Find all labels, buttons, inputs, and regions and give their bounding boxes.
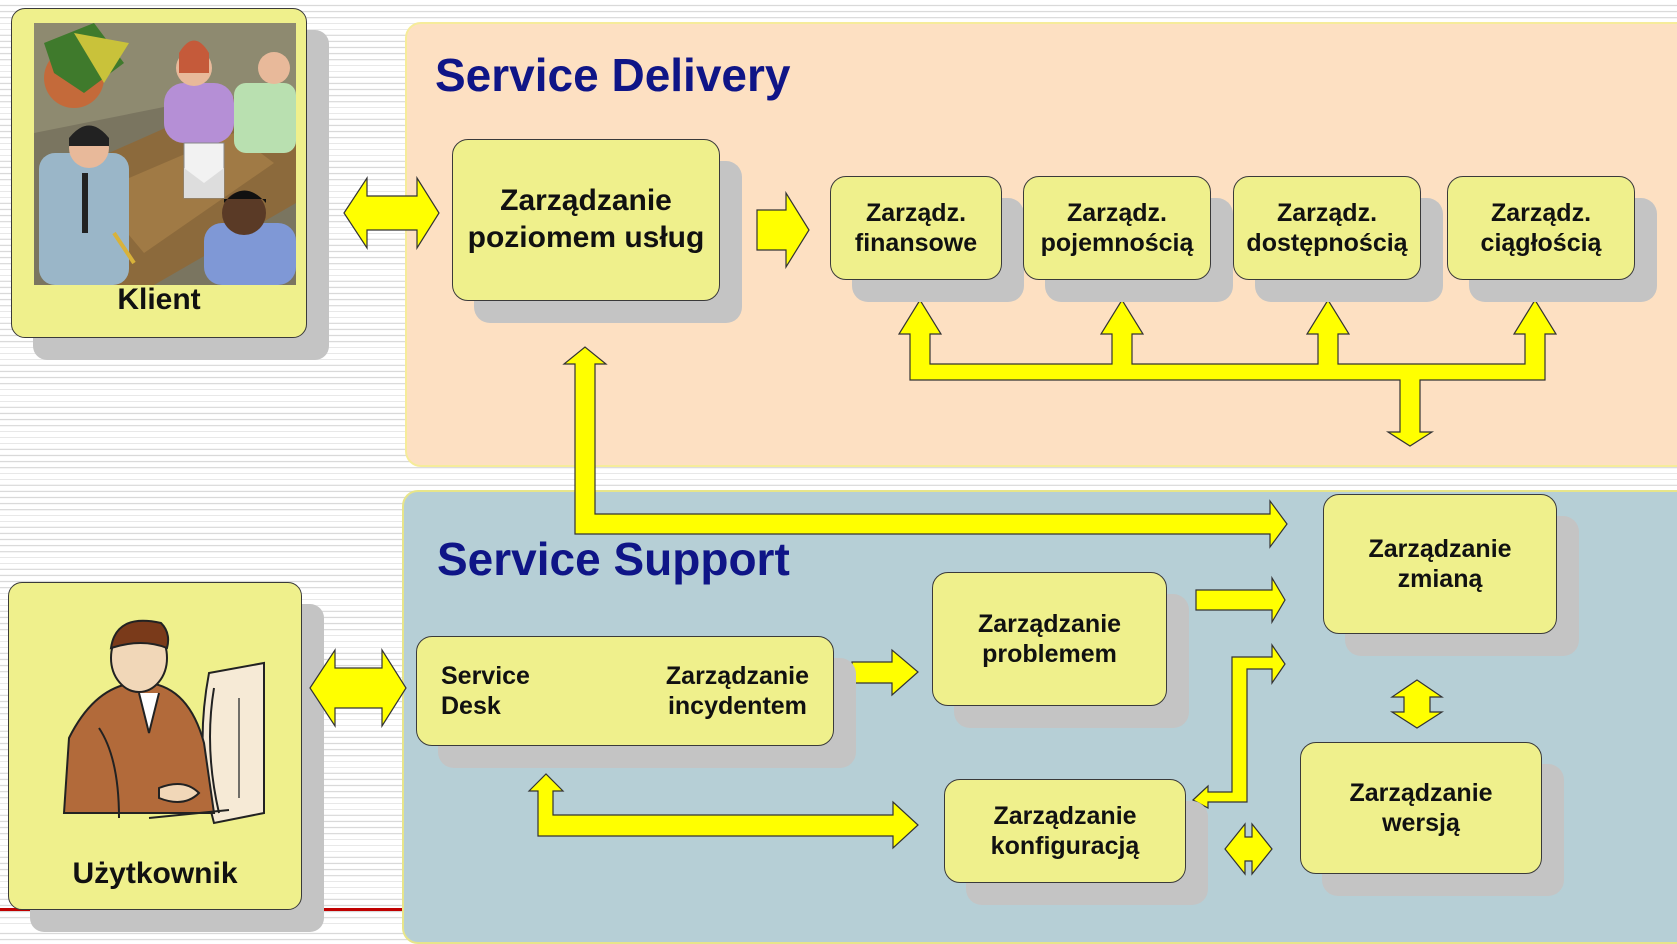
configuration-management-label: Zarządzanie konfiguracją [990,801,1140,861]
release-management-label: Zarządzanie wersją [1349,778,1493,838]
client-label: Klient [117,283,201,316]
continuity-management-label: Zarządz. ciągłością [1480,198,1602,258]
user-servicedesk-double-arrow [309,647,407,729]
financial-management-box[interactable]: Zarządz. finansowe [830,176,1002,280]
capacity-management-box[interactable]: Zarządz. pojemnością [1023,176,1211,280]
client-box[interactable]: Klient [11,8,307,338]
incident-management-label: Zarządzanie incydentem [665,661,809,721]
service-desk-incident-box[interactable]: Service Desk Zarządzanie incydentem [416,636,834,746]
problem-management-label: Zarządzanie problemem [977,609,1122,669]
delivery-bracket-arrow [897,298,1558,447]
slm-to-change-arrow [562,346,1288,549]
user-box[interactable]: Użytkownik [8,582,302,910]
service-support-title: Service Support [437,533,790,585]
configuration-management-box[interactable]: Zarządzanie konfiguracją [944,779,1186,883]
service-level-management-label: Zarządzanie poziomem usług [467,184,705,254]
computer-user-clipart-icon [62,619,265,825]
slm-to-financial-arrow [756,190,810,270]
availability-management-box[interactable]: Zarządz. dostępnością [1233,176,1421,280]
change-management-label: Zarządzanie zmianą [1368,534,1512,594]
configuration-to-change-arrow [1191,643,1286,809]
user-label: Użytkownik [72,857,238,890]
financial-management-label: Zarządz. finansowe [854,198,978,258]
service-level-management-box[interactable]: Zarządzanie poziomem usług [452,139,720,301]
change-management-box[interactable]: Zarządzanie zmianą [1323,494,1557,634]
problem-management-box[interactable]: Zarządzanie problemem [932,572,1167,706]
meeting-clipart-icon [34,23,296,285]
incident-to-problem-arrow [851,648,919,697]
service-delivery-title: Service Delivery [435,49,791,101]
service-desk-label: Service Desk [441,661,530,721]
continuity-management-box[interactable]: Zarządz. ciągłością [1447,176,1635,280]
configuration-release-double-arrow [1224,822,1273,876]
problem-to-change-arrow [1195,575,1286,625]
servicedesk-to-configuration-arrow [527,773,919,850]
availability-management-label: Zarządz. dostępnością [1246,198,1408,258]
capacity-management-label: Zarządz. pojemnością [1040,198,1194,258]
release-management-box[interactable]: Zarządzanie wersją [1300,742,1542,874]
client-slm-double-arrow [343,175,440,251]
change-release-double-arrow [1389,679,1445,729]
